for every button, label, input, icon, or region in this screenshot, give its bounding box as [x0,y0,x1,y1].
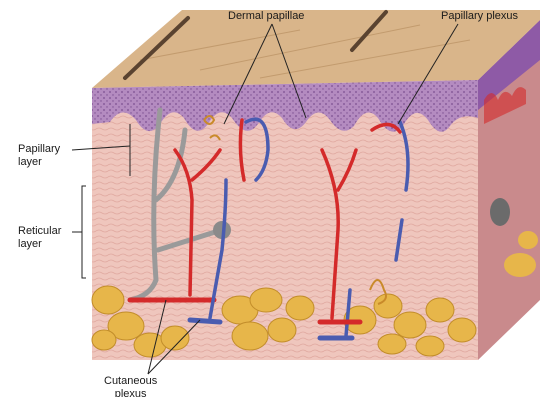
papillary-plexus-label: Papillary plexus [441,10,518,23]
cutaneous-plexus-line2: plexus [104,388,157,397]
papillary-layer-label: Papillary layer [18,143,60,169]
reticular-layer-line2: layer [18,238,61,251]
papillary-layer-line2: layer [18,156,60,169]
side-hair-follicle [490,198,510,226]
cutaneous-plexus-label: Cutaneous plexus [104,375,157,397]
reticular-layer-label: Reticular layer [18,225,61,251]
papillary-layer-line1: Papillary [18,143,60,156]
side-fat [504,253,536,277]
reticular-layer-line1: Reticular [18,225,61,238]
dermal-papillae-label: Dermal papillae [228,10,304,23]
cutaneous-plexus-line1: Cutaneous [104,375,157,388]
